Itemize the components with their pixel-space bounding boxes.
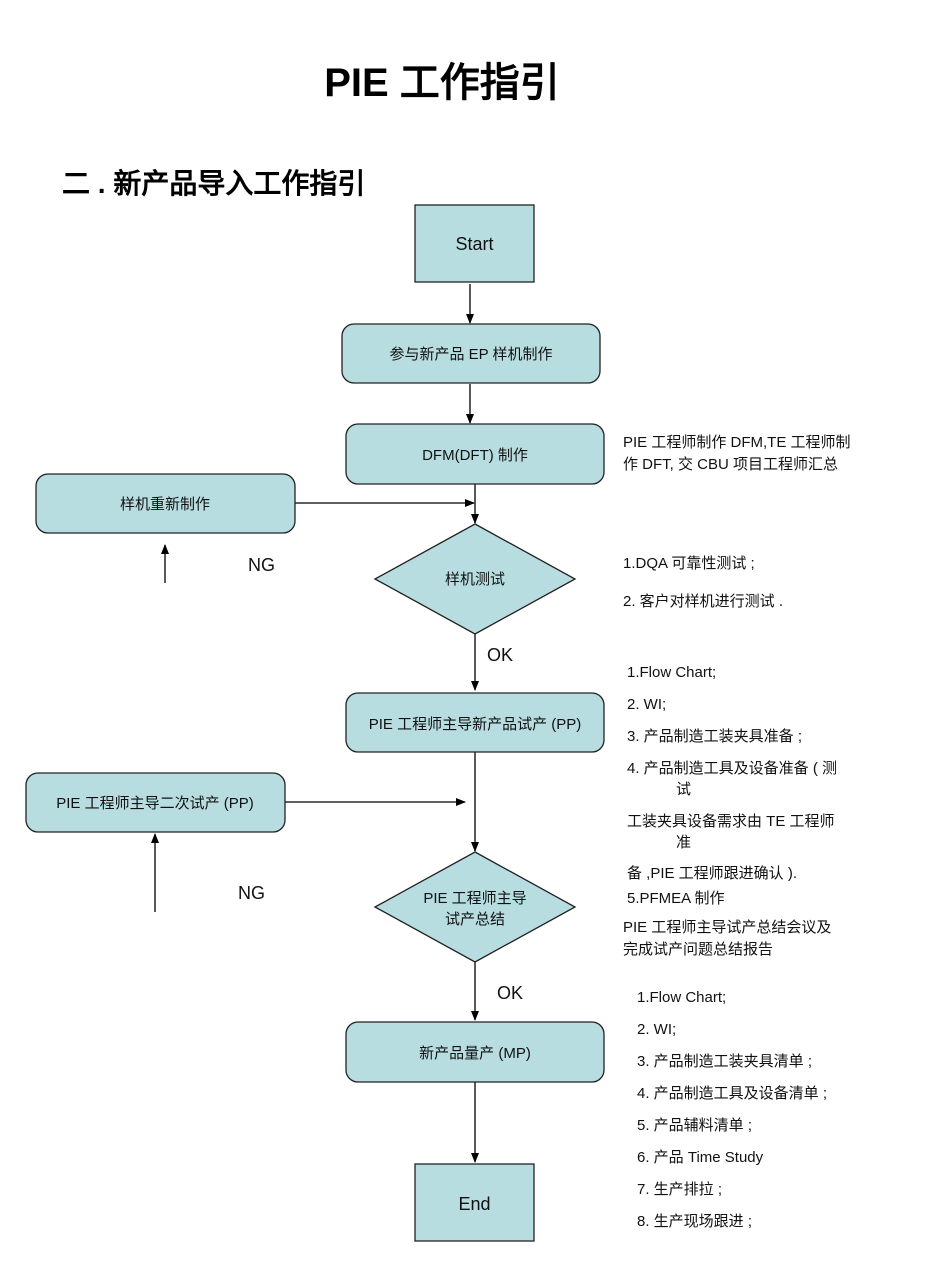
summary-label-2: 试产总结 [445,911,505,928]
end-label: End [458,1194,490,1214]
test-decision: 样机测试 [373,523,577,635]
note-line: PIE 工程师制作 DFM,TE 工程师制 [623,434,851,451]
note-line: 8. 生产现场跟进 ; [637,1213,752,1230]
page-title: PIE 工作指引 [324,61,560,105]
note-line: PIE 工程师主导试产总结会议及 [623,919,831,936]
start-node: Start [414,204,535,283]
note-mp: 1.Flow Chart; 2. WI; 3. 产品制造工装夹具清单 ; 4. … [637,989,827,1230]
note-pp: 1.Flow Chart; 2. WI; 3. 产品制造工装夹具准备 ; 4. … [627,664,837,907]
note-line: 2. WI; [627,696,666,713]
test-label: 样机测试 [445,571,505,588]
summary-label-1: PIE 工程师主导 [423,890,526,907]
remake-label: 样机重新制作 [120,496,210,513]
dfm-node: DFM(DFT) 制作 [345,423,605,485]
note-line: 3. 产品制造工装夹具准备 ; [627,728,802,745]
pp2-node: PIE 工程师主导二次试产 (PP) [25,772,286,833]
ng-label-1: NG [248,555,275,575]
remake-node: 样机重新制作 [35,473,296,534]
note-line: 1.Flow Chart; [627,664,716,681]
start-label: Start [455,234,493,254]
note-line: 5. 产品辅料清单 ; [637,1117,752,1134]
section-subtitle: 二 . 新产品导入工作指引 [62,168,365,199]
note-line: 1.Flow Chart; [637,989,726,1006]
note-line: 工装夹具设备需求由 TE 工程师 [627,813,835,830]
note-line: 2. WI; [637,1021,676,1038]
ng-label-2: NG [238,883,265,903]
end-node: End [414,1163,535,1242]
summary-decision: PIE 工程师主导 试产总结 [373,851,577,963]
ok-label-1: OK [487,645,513,665]
ep-label: 参与新产品 EP 样机制作 [389,346,552,363]
note-line: 6. 产品 Time Study [637,1149,764,1166]
note-line: 4. 产品制造工具及设备清单 ; [637,1085,827,1102]
note-line: 完成试产问题总结报告 [623,941,773,958]
pp-node: PIE 工程师主导新产品试产 (PP) [345,692,605,753]
ok-label-2: OK [497,983,523,1003]
note-summary: PIE 工程师主导试产总结会议及 完成试产问题总结报告 [623,919,831,958]
note-line: 2. 客户对样机进行测试 . [623,593,783,610]
mp-node: 新产品量产 (MP) [345,1021,605,1083]
note-line: 作 DFT, 交 CBU 项目工程师汇总 [623,455,838,473]
pp2-label: PIE 工程师主导二次试产 (PP) [56,795,254,812]
mp-label: 新产品量产 (MP) [419,1045,531,1062]
dfm-label: DFM(DFT) 制作 [422,447,528,464]
pp-label: PIE 工程师主导新产品试产 (PP) [369,716,582,733]
note-line: 1.DQA 可靠性测试 ; [623,555,755,572]
note-line: 4. 产品制造工具及设备准备 ( 测 [627,760,837,777]
note-line: 5.PFMEA 制作 [627,890,725,907]
note-test: 1.DQA 可靠性测试 ; 2. 客户对样机进行测试 . [623,555,783,610]
ep-node: 参与新产品 EP 样机制作 [341,323,601,384]
note-line: 3. 产品制造工装夹具清单 ; [637,1053,812,1070]
note-line: 备 ,PIE 工程师跟进确认 ). [627,865,797,882]
note-dfm: PIE 工程师制作 DFM,TE 工程师制 作 DFT, 交 CBU 项目工程师… [623,434,851,473]
note-line: 试 [676,781,691,798]
note-line: 准 [676,834,691,851]
note-line: 7. 生产排拉 ; [637,1181,722,1198]
